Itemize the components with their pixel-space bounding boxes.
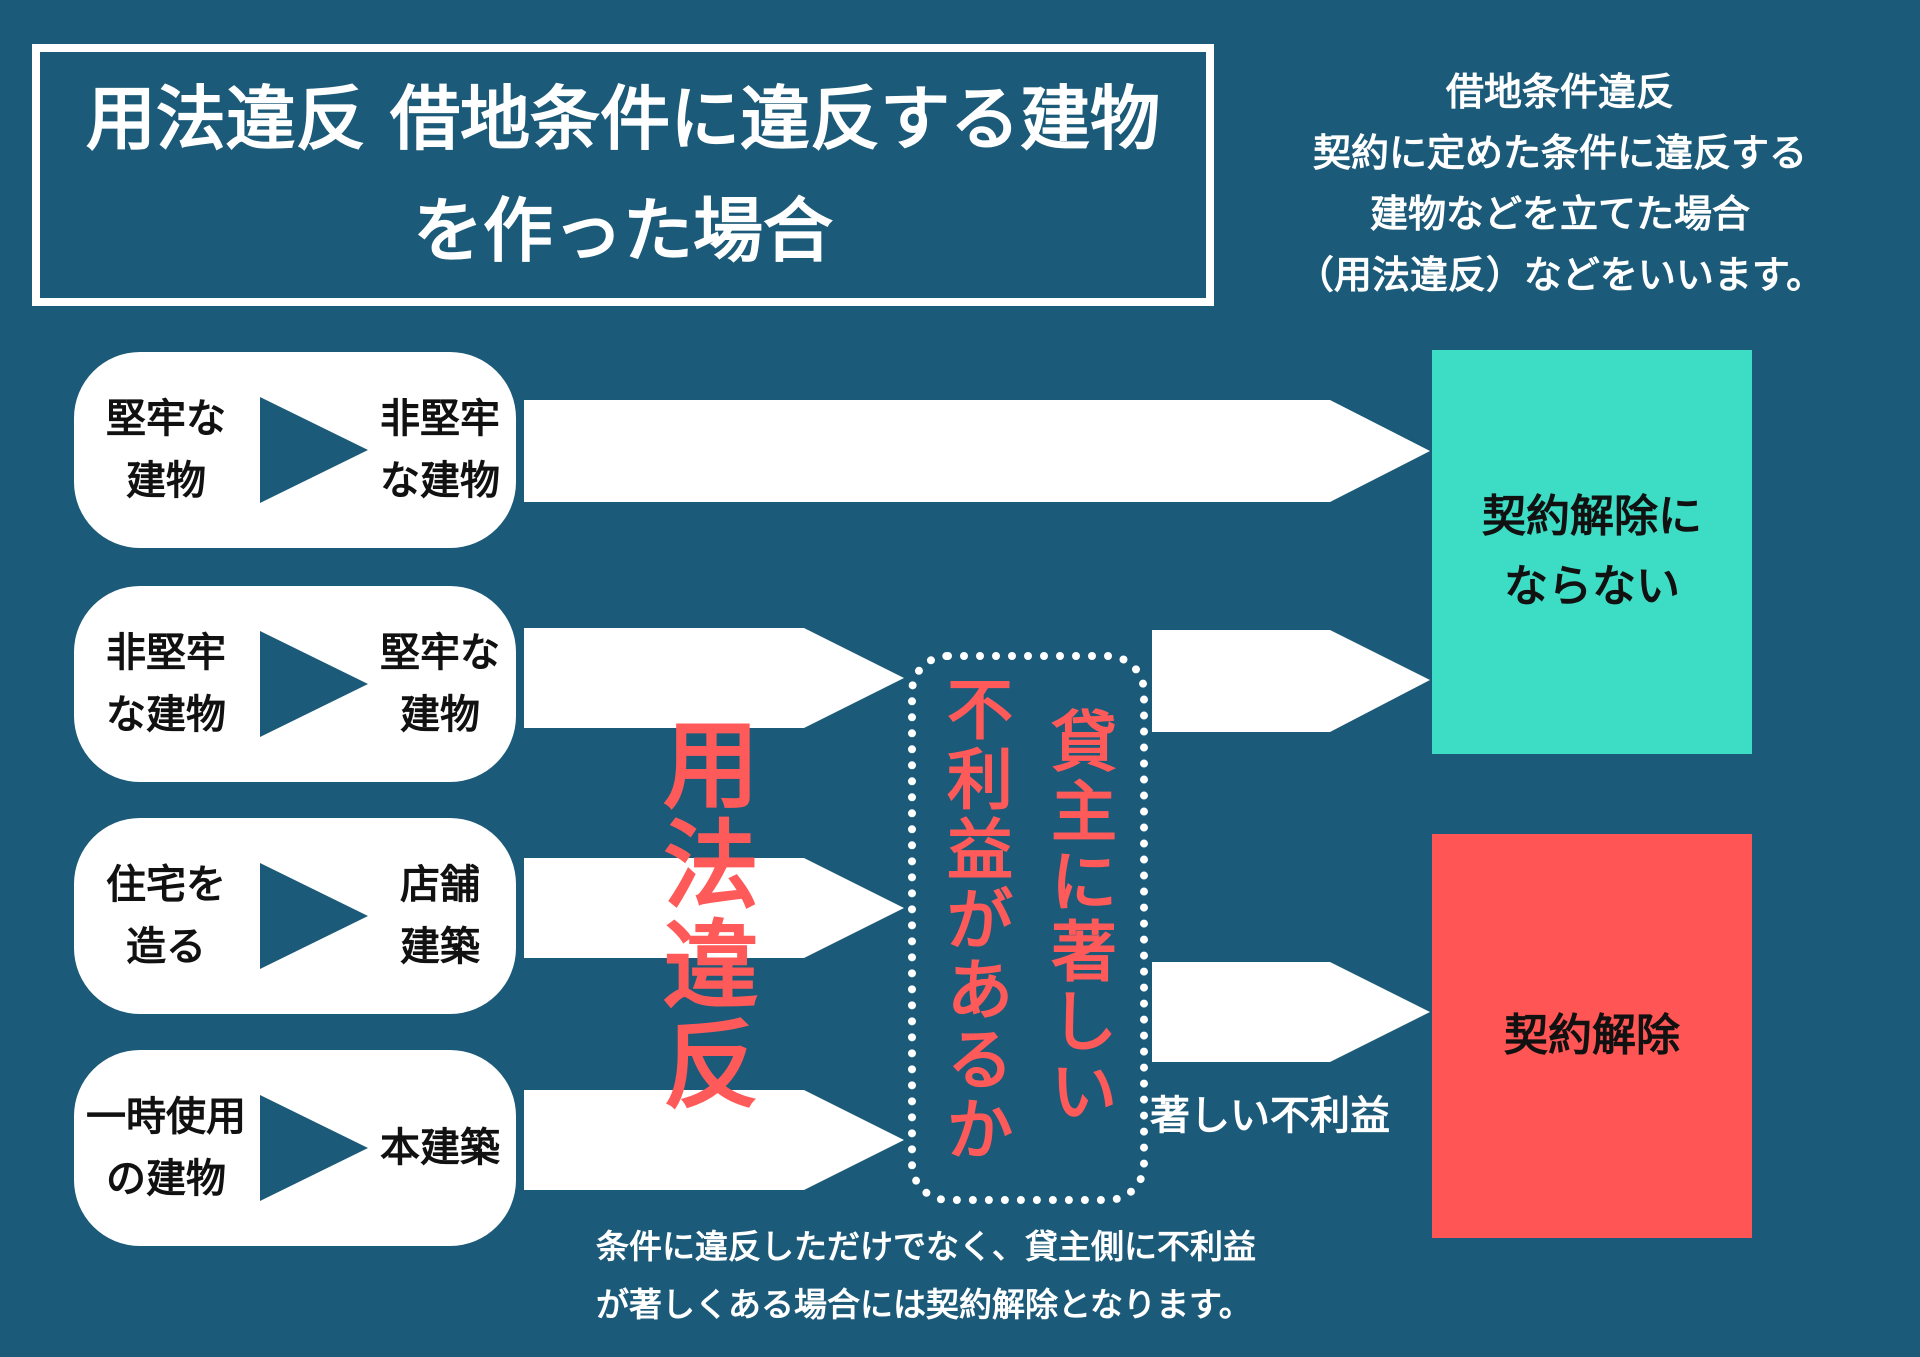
- result-line: ならない: [1504, 561, 1680, 612]
- play-triangle-icon: [260, 863, 368, 969]
- case-to-line: 建築: [400, 924, 480, 970]
- case-temporary-to-permanent: 一時使用 の建物 本建築: [74, 1050, 516, 1246]
- definition-note: 借地条件違反 契約に定めた条件に違反する 建物などを立てた場合 （用法違反）など…: [1260, 62, 1860, 306]
- case-to-line: 建物: [400, 692, 480, 738]
- arrow-question-to-termination: [1152, 962, 1430, 1062]
- case-from-label: 堅牢な 建物: [74, 352, 258, 548]
- case-from-label: 住宅を 造る: [74, 818, 258, 1014]
- case-nonsturdy-to-sturdy: 非堅牢 な建物 堅牢な 建物: [74, 586, 516, 782]
- case-to-line: 堅牢な: [380, 630, 500, 676]
- case-from-line: 造る: [126, 924, 206, 970]
- case-from-label: 一時使用 の建物: [74, 1050, 258, 1246]
- question-column-2: 貸主に著しい: [1051, 704, 1117, 1131]
- result-line: 契約解除: [1504, 1010, 1680, 1061]
- arrow-case2-to-question: [524, 628, 904, 728]
- question-column-1: 不利益があるか: [947, 672, 1013, 1169]
- case-to-label: 本建築: [356, 1050, 524, 1246]
- play-triangle-icon: [260, 631, 368, 737]
- usage-violation-label: 用法違反: [663, 710, 759, 1122]
- case-to-line: 本建築: [380, 1125, 500, 1171]
- definition-line: 契約に定めた条件に違反する: [1312, 131, 1807, 175]
- result-line: 契約解除に: [1482, 491, 1702, 542]
- case-to-line: 店舗: [400, 862, 480, 908]
- case-from-line: 住宅を: [106, 862, 226, 908]
- case-from-line: 建物: [126, 458, 206, 504]
- play-triangle-icon: [260, 397, 368, 503]
- case-to-line: な建物: [380, 458, 500, 504]
- case-house-to-shop: 住宅を 造る 店舗 建築: [74, 818, 516, 1014]
- case-from-line: 非堅牢: [106, 630, 226, 676]
- title-box: 用法違反 借地条件に違反する建物 を作った場合: [32, 44, 1214, 306]
- case-to-label: 店舗 建築: [356, 818, 524, 1014]
- arrow-case4-to-question: [524, 1090, 904, 1190]
- case-from-line: 一時使用: [86, 1094, 246, 1140]
- result-no-termination: 契約解除に ならない: [1432, 350, 1752, 754]
- arrow-case1-to-no-termination: [524, 400, 1430, 502]
- case-to-label: 堅牢な 建物: [356, 586, 524, 782]
- bottom-note-line: が著しくある場合には契約解除となります。: [596, 1285, 1252, 1324]
- question-dotted-frame: [908, 652, 1148, 1204]
- case-from-line: な建物: [106, 692, 226, 738]
- definition-line: 借地条件違反: [1445, 70, 1674, 114]
- definition-line: （用法違反）などをいいます。: [1295, 253, 1825, 297]
- case-from-label: 非堅牢 な建物: [74, 586, 258, 782]
- bottom-note: 条件に違反しただけでなく、貸主側に不利益 が著しくある場合には契約解除となります…: [596, 1218, 1396, 1334]
- case-from-line: の建物: [106, 1156, 226, 1202]
- case-to-line: 非堅牢: [380, 396, 500, 442]
- title-line-2: を作った場合: [413, 190, 833, 272]
- case-to-label: 非堅牢 な建物: [356, 352, 524, 548]
- arrow-question-to-no-termination: [1152, 630, 1430, 732]
- play-triangle-icon: [260, 1095, 368, 1201]
- case-from-line: 堅牢な: [106, 396, 226, 442]
- arrow-case3-to-question: [524, 858, 904, 958]
- definition-line: 建物などを立てた場合: [1369, 192, 1750, 236]
- result-termination: 契約解除: [1432, 834, 1752, 1238]
- bottom-note-line: 条件に違反しただけでなく、貸主側に不利益: [596, 1227, 1256, 1266]
- title-line-1: 用法違反 借地条件に違反する建物: [85, 78, 1161, 160]
- case-sturdy-to-nonsturdy: 堅牢な 建物 非堅牢 な建物: [74, 352, 516, 548]
- significant-disadvantage-label: 著しい不利益: [1150, 1093, 1390, 1139]
